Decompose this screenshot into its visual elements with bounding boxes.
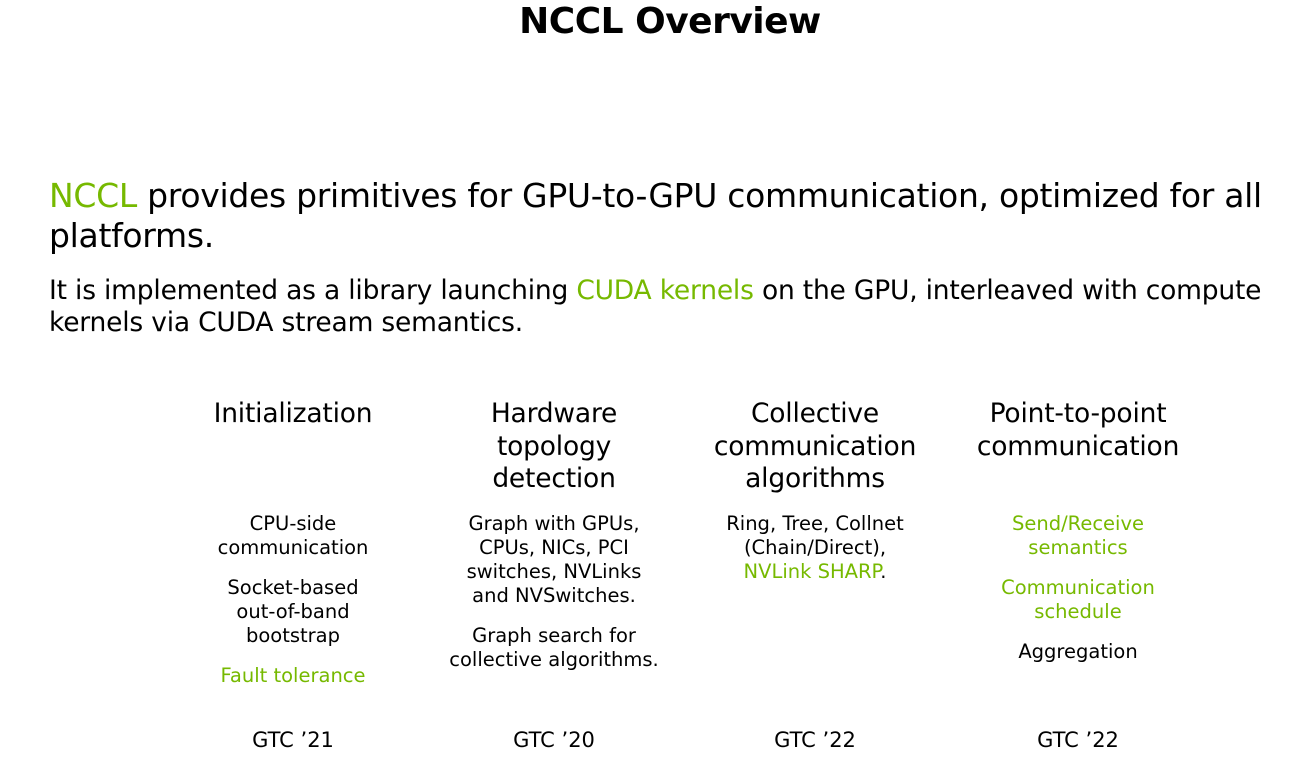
item-line: CPU-side <box>249 512 337 535</box>
column-items: Send/Receive semantics Communication sch… <box>943 512 1213 664</box>
column-title-line: algorithms <box>745 463 885 494</box>
column-collective-algorithms: Collective communication algorithms Ring… <box>680 398 950 600</box>
column-items: Ring, Tree, Collnet (Chain/Direct), NVLi… <box>680 512 950 584</box>
column-title-line: topology <box>496 430 612 462</box>
column-hardware-topology: Hardware topology detection Graph with G… <box>419 398 689 688</box>
item-line: and NVSwitches. <box>472 584 636 607</box>
item-line: Graph search for <box>472 624 636 647</box>
column-title-line: Collective <box>750 398 880 429</box>
column-title-line: communication <box>976 430 1180 462</box>
column-title-line: communication <box>713 430 917 462</box>
lead-highlight: NCCL <box>49 176 137 215</box>
column-initialization: Initialization CPU-side communication So… <box>158 398 428 704</box>
sub-text-after: on the GPU, interleaved with compute ker… <box>49 275 1262 338</box>
column-title: Hardware topology detection <box>419 398 689 498</box>
sub-statement: It is implemented as a library launching… <box>49 275 1299 339</box>
item-highlight: NVLink SHARP <box>743 560 881 583</box>
column-item: Send/Receive semantics <box>943 512 1213 560</box>
item-line: bootstrap <box>245 624 341 647</box>
item-line: Socket-based <box>227 576 359 599</box>
lead-statement: NCCL provides primitives for GPU-to-GPU … <box>49 176 1299 256</box>
item-line: switches, NVLinks <box>466 560 642 583</box>
item-line: Ring, Tree, Collnet <box>726 512 904 535</box>
item-line: schedule <box>1034 600 1122 623</box>
column-item: Ring, Tree, Collnet (Chain/Direct), NVLi… <box>680 512 950 584</box>
item-line: (Chain/Direct), <box>743 536 887 559</box>
column-title: Initialization <box>158 398 428 498</box>
item-line: Aggregation <box>1018 640 1138 663</box>
gtc-label: GTC ’22 <box>774 728 856 752</box>
column-title-line: Point-to-point <box>989 398 1167 429</box>
item-line: communication <box>217 536 369 559</box>
column-item: Graph with GPUs, CPUs, NICs, PCI switche… <box>419 512 689 608</box>
column-item: Socket-based out-of-band bootstrap <box>158 576 428 648</box>
item-line: Fault tolerance <box>220 664 366 687</box>
gtc-label: GTC ’22 <box>1037 728 1119 752</box>
column-title-line: Initialization <box>213 398 373 429</box>
column-item: Aggregation <box>943 640 1213 664</box>
sub-highlight: CUDA kernels <box>576 275 754 306</box>
item-line: Graph with GPUs, <box>468 512 640 535</box>
column-title: Collective communication algorithms <box>680 398 950 498</box>
sub-text-before: It is implemented as a library launching <box>49 275 577 306</box>
item-line: CPUs, NICs, PCI <box>479 536 629 559</box>
column-items: CPU-side communication Socket-based out-… <box>158 512 428 688</box>
lead-text: provides primitives for GPU-to-GPU commu… <box>49 176 1262 255</box>
column-item: CPU-side communication <box>158 512 428 560</box>
column-title: Point-to-point communication <box>943 398 1213 498</box>
item-line: Send/Receive <box>1011 512 1145 535</box>
column-point-to-point: Point-to-point communication Send/Receiv… <box>943 398 1213 680</box>
item-line: out-of-band <box>236 600 350 623</box>
column-title-line: Hardware <box>490 398 618 429</box>
item-line: semantics <box>1028 536 1128 559</box>
column-item: Fault tolerance <box>158 664 428 688</box>
page-title: NCCL Overview <box>0 0 1302 44</box>
item-tail: . <box>880 560 887 583</box>
item-line: NVLink SHARP. <box>680 560 950 584</box>
page-title-text: NCCL Overview <box>519 1 821 42</box>
column-item: Communication schedule <box>943 576 1213 624</box>
item-line: collective algorithms. <box>449 648 659 671</box>
column-item: Graph search for collective algorithms. <box>419 624 689 672</box>
column-items: Graph with GPUs, CPUs, NICs, PCI switche… <box>419 512 689 672</box>
item-line: Communication <box>1001 576 1155 599</box>
gtc-label: GTC ’21 <box>252 728 334 752</box>
gtc-label: GTC ’20 <box>513 728 595 752</box>
column-title-line: detection <box>492 463 616 494</box>
